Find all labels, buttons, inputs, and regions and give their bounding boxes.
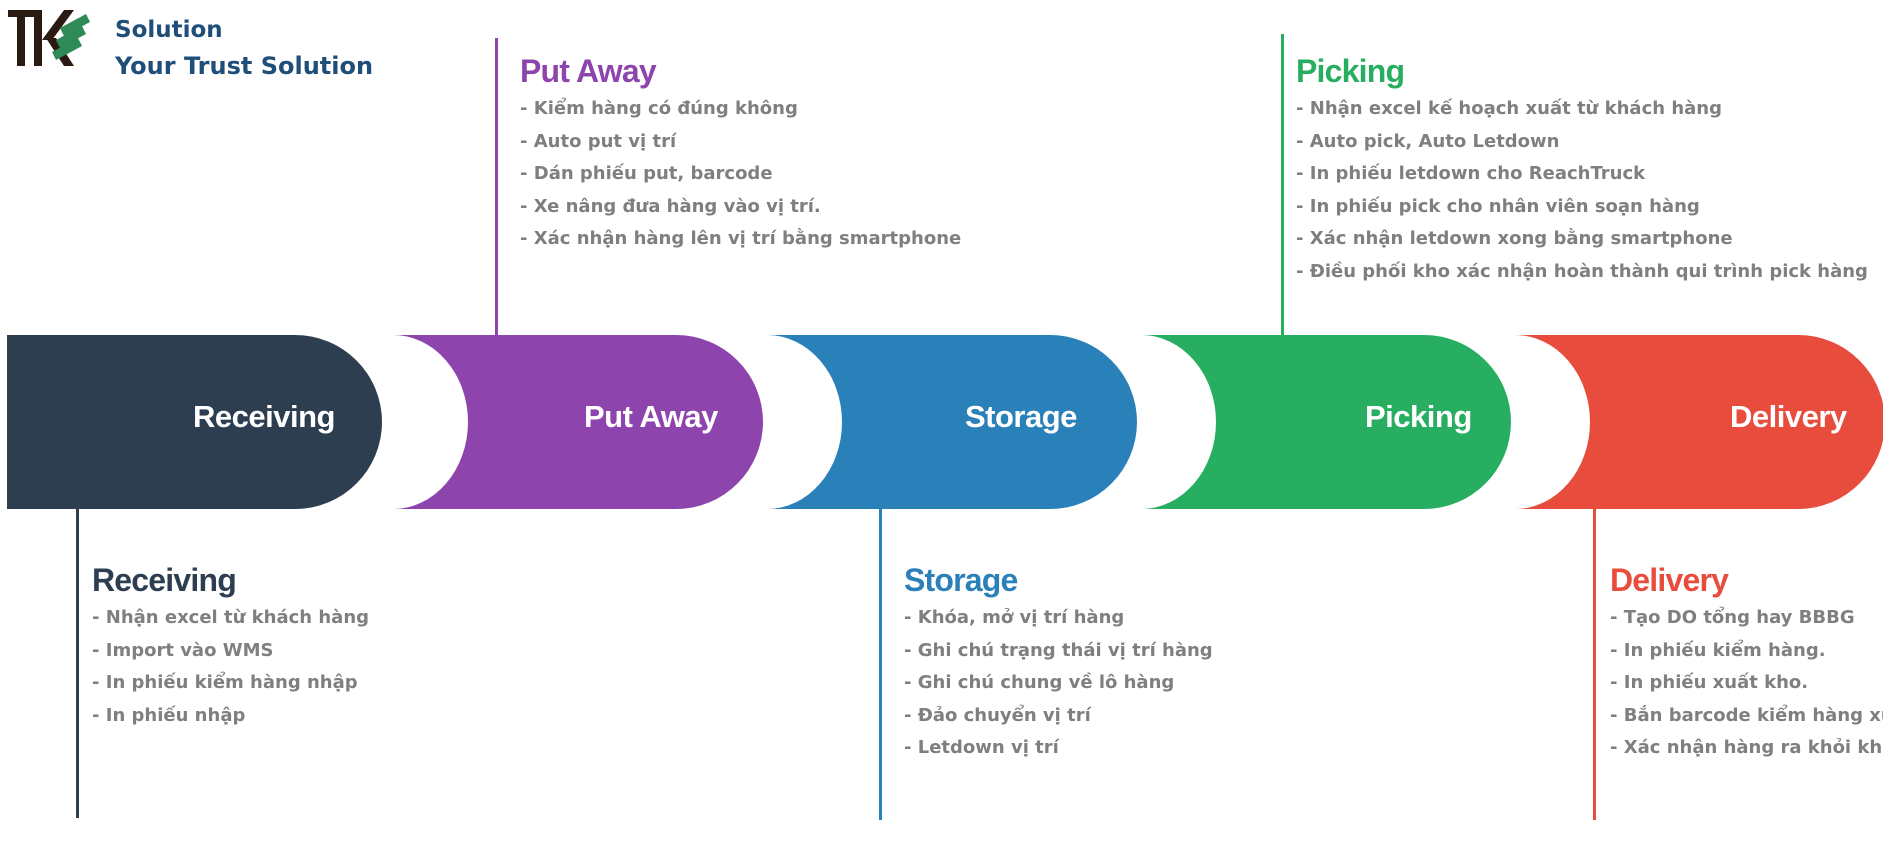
stage-delivery: Delivery	[1515, 335, 1883, 509]
stage-receiving-shape	[7, 335, 382, 509]
storage-title: Storage	[904, 562, 1018, 598]
list-item: Ghi chú chung về lô hàng	[904, 667, 1213, 700]
list-item: Xác nhận letdown xong bằng smartphone	[1296, 223, 1868, 256]
list-item: Khóa, mở vị trí hàng	[904, 602, 1213, 635]
list-item: Letdown vị trí	[904, 732, 1213, 765]
receiving-list: Nhận excel từ khách hàng Import vào WMS …	[92, 602, 369, 732]
storage-connector	[879, 505, 882, 820]
stage-put-away: Put Away	[393, 335, 763, 509]
picking-connector	[1281, 34, 1284, 338]
list-item: Nhận excel từ khách hàng	[92, 602, 369, 635]
list-item: Import vào WMS	[92, 635, 369, 668]
receiving-details: Receiving Nhận excel từ khách hàng Impor…	[92, 562, 369, 732]
list-item: Xác nhận hàng lên vị trí bằng smartphone	[520, 223, 961, 256]
list-item: Đảo chuyển vị trí	[904, 700, 1213, 733]
list-item: Auto put vị trí	[520, 126, 961, 159]
receiving-title: Receiving	[92, 562, 237, 598]
tks-logo-icon	[8, 10, 90, 66]
delivery-details: Delivery Tạo DO tổng hay BBBG In phiếu k…	[1610, 562, 1883, 765]
stage-receiving: Receiving	[7, 335, 382, 509]
list-item: In phiếu kiểm hàng nhập	[92, 667, 369, 700]
brand-line-2: Your Trust Solution	[115, 52, 374, 80]
list-item: Kiểm hàng có đúng không	[520, 93, 961, 126]
stage-storage-shape	[767, 335, 1137, 509]
put-away-connector	[495, 38, 498, 338]
stage-delivery-shape	[1515, 335, 1883, 509]
put-away-details: Put Away Kiểm hàng có đúng không Auto pu…	[520, 53, 961, 256]
stage-receiving-label: Receiving	[193, 399, 335, 434]
stage-put-away-shape	[393, 335, 763, 509]
storage-list: Khóa, mở vị trí hàng Ghi chú trạng thái …	[904, 602, 1213, 765]
put-away-list: Kiểm hàng có đúng không Auto put vị trí …	[520, 93, 961, 256]
list-item: In phiếu pick cho nhân viên soạn hàng	[1296, 191, 1868, 224]
put-away-title: Put Away	[520, 53, 657, 89]
delivery-list: Tạo DO tổng hay BBBG In phiếu kiểm hàng.…	[1610, 602, 1883, 765]
list-item: In phiếu letdown cho ReachTruck	[1296, 158, 1868, 191]
stage-put-away-label: Put Away	[584, 399, 718, 434]
picking-list: Nhận excel kế hoạch xuất từ khách hàng A…	[1296, 93, 1868, 288]
list-item: Nhận excel kế hoạch xuất từ khách hàng	[1296, 93, 1868, 126]
storage-details: Storage Khóa, mở vị trí hàng Ghi chú trạ…	[904, 562, 1213, 765]
stage-picking-label: Picking	[1365, 399, 1472, 434]
stage-picking-shape	[1141, 335, 1511, 509]
list-item: Auto pick, Auto Letdown	[1296, 126, 1868, 159]
picking-title: Picking	[1296, 53, 1405, 89]
list-item: Bắn barcode kiểm hàng xuất	[1610, 700, 1883, 733]
delivery-connector	[1593, 505, 1596, 820]
brand-line-1: Solution	[115, 17, 223, 43]
list-item: In phiếu kiểm hàng.	[1610, 635, 1883, 668]
list-item: Xác nhận hàng ra khỏi kho	[1610, 732, 1883, 765]
list-item: Dán phiếu put, barcode	[520, 158, 961, 191]
picking-details: Picking Nhận excel kế hoạch xuất từ khác…	[1296, 53, 1868, 288]
stage-storage: Storage	[767, 335, 1137, 509]
stage-storage-label: Storage	[965, 399, 1077, 434]
list-item: In phiếu nhập	[92, 700, 369, 733]
list-item: Điều phối kho xác nhận hoàn thành qui tr…	[1296, 256, 1868, 289]
delivery-title: Delivery	[1610, 562, 1729, 598]
stage-delivery-label: Delivery	[1730, 399, 1847, 434]
list-item: Tạo DO tổng hay BBBG	[1610, 602, 1883, 635]
list-item: Xe nâng đưa hàng vào vị trí.	[520, 191, 961, 224]
list-item: In phiếu xuất kho.	[1610, 667, 1883, 700]
list-item: Ghi chú trạng thái vị trí hàng	[904, 635, 1213, 668]
stage-picking: Picking	[1141, 335, 1511, 509]
brand: Solution Your Trust Solution	[115, 12, 373, 84]
receiving-connector	[76, 505, 79, 818]
